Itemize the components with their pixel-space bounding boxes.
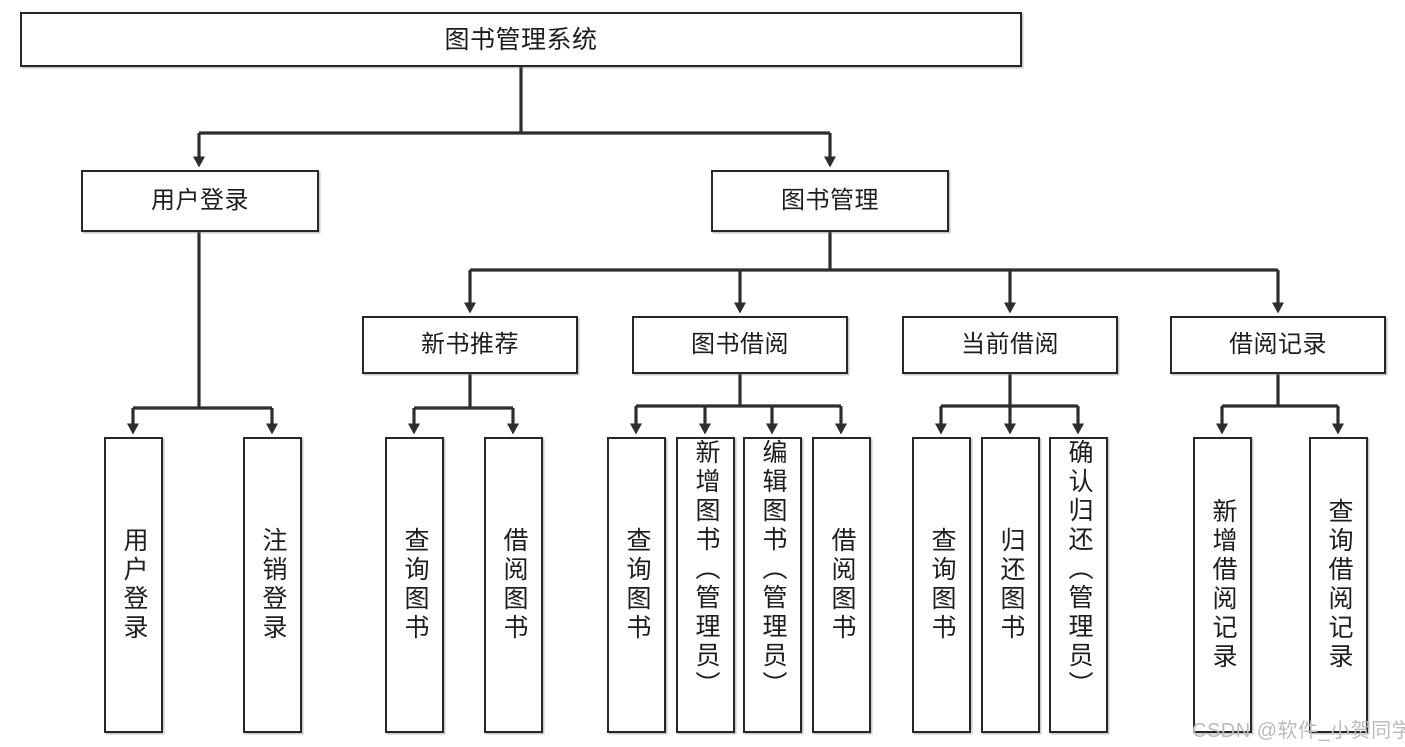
node-new-book-recommend-label: 新书推荐 [421,330,519,358]
node-leaf-logout-login[interactable]: 注销登录 [243,437,302,733]
node-leaf-add-record-label: 新增借阅记录 [1209,498,1237,672]
node-current-borrow[interactable]: 当前借阅 [902,316,1118,374]
node-leaf-logout-login-label: 注销登录 [259,527,287,643]
node-root-label: 图书管理系统 [444,25,598,54]
node-leaf-user-login-label: 用户登录 [120,527,148,643]
node-borrow-record[interactable]: 借阅记录 [1170,316,1386,374]
node-leaf-borrow-book-1[interactable]: 借阅图书 [484,437,543,733]
node-user-login-label: 用户登录 [151,186,249,214]
node-new-book-recommend[interactable]: 新书推荐 [362,316,578,374]
node-leaf-query-book-1[interactable]: 查询图书 [385,437,444,733]
node-leaf-query-book-2[interactable]: 查询图书 [607,437,666,733]
node-book-borrow-label: 图书借阅 [691,330,789,358]
csdn-watermark: CSDN @软件_小贺同学 [1192,720,1405,742]
node-leaf-edit-book-label: 编辑图书（管理员） [759,439,787,700]
node-leaf-query-record-label: 查询借阅记录 [1325,498,1353,672]
node-leaf-query-book-1-label: 查询图书 [401,527,429,643]
node-leaf-user-login[interactable]: 用户登录 [104,437,163,733]
node-leaf-borrow-book-1-label: 借阅图书 [500,527,528,643]
node-leaf-query-book-2-label: 查询图书 [623,527,651,643]
node-leaf-add-record[interactable]: 新增借阅记录 [1193,437,1252,733]
node-root[interactable]: 图书管理系统 [20,12,1022,67]
node-book-borrow[interactable]: 图书借阅 [632,316,848,374]
node-leaf-confirm-return-label: 确认归还（管理员） [1065,439,1093,700]
node-leaf-return-book[interactable]: 归还图书 [981,437,1040,733]
node-leaf-add-book[interactable]: 新增图书（管理员） [676,437,735,733]
node-leaf-borrow-book-2[interactable]: 借阅图书 [812,437,871,733]
node-leaf-query-book-3-label: 查询图书 [928,527,956,643]
node-borrow-record-label: 借阅记录 [1229,330,1327,358]
node-book-manage-label: 图书管理 [781,186,879,214]
node-leaf-query-book-3[interactable]: 查询图书 [912,437,971,733]
node-book-manage[interactable]: 图书管理 [711,170,949,232]
node-leaf-edit-book[interactable]: 编辑图书（管理员） [743,437,802,733]
node-leaf-confirm-return[interactable]: 确认归还（管理员） [1049,437,1108,733]
node-current-borrow-label: 当前借阅 [961,330,1059,358]
node-leaf-borrow-book-2-label: 借阅图书 [828,527,856,643]
node-leaf-return-book-label: 归还图书 [997,527,1025,643]
node-user-login[interactable]: 用户登录 [81,170,319,232]
node-leaf-query-record[interactable]: 查询借阅记录 [1309,437,1368,733]
node-leaf-add-book-label: 新增图书（管理员） [692,439,720,700]
